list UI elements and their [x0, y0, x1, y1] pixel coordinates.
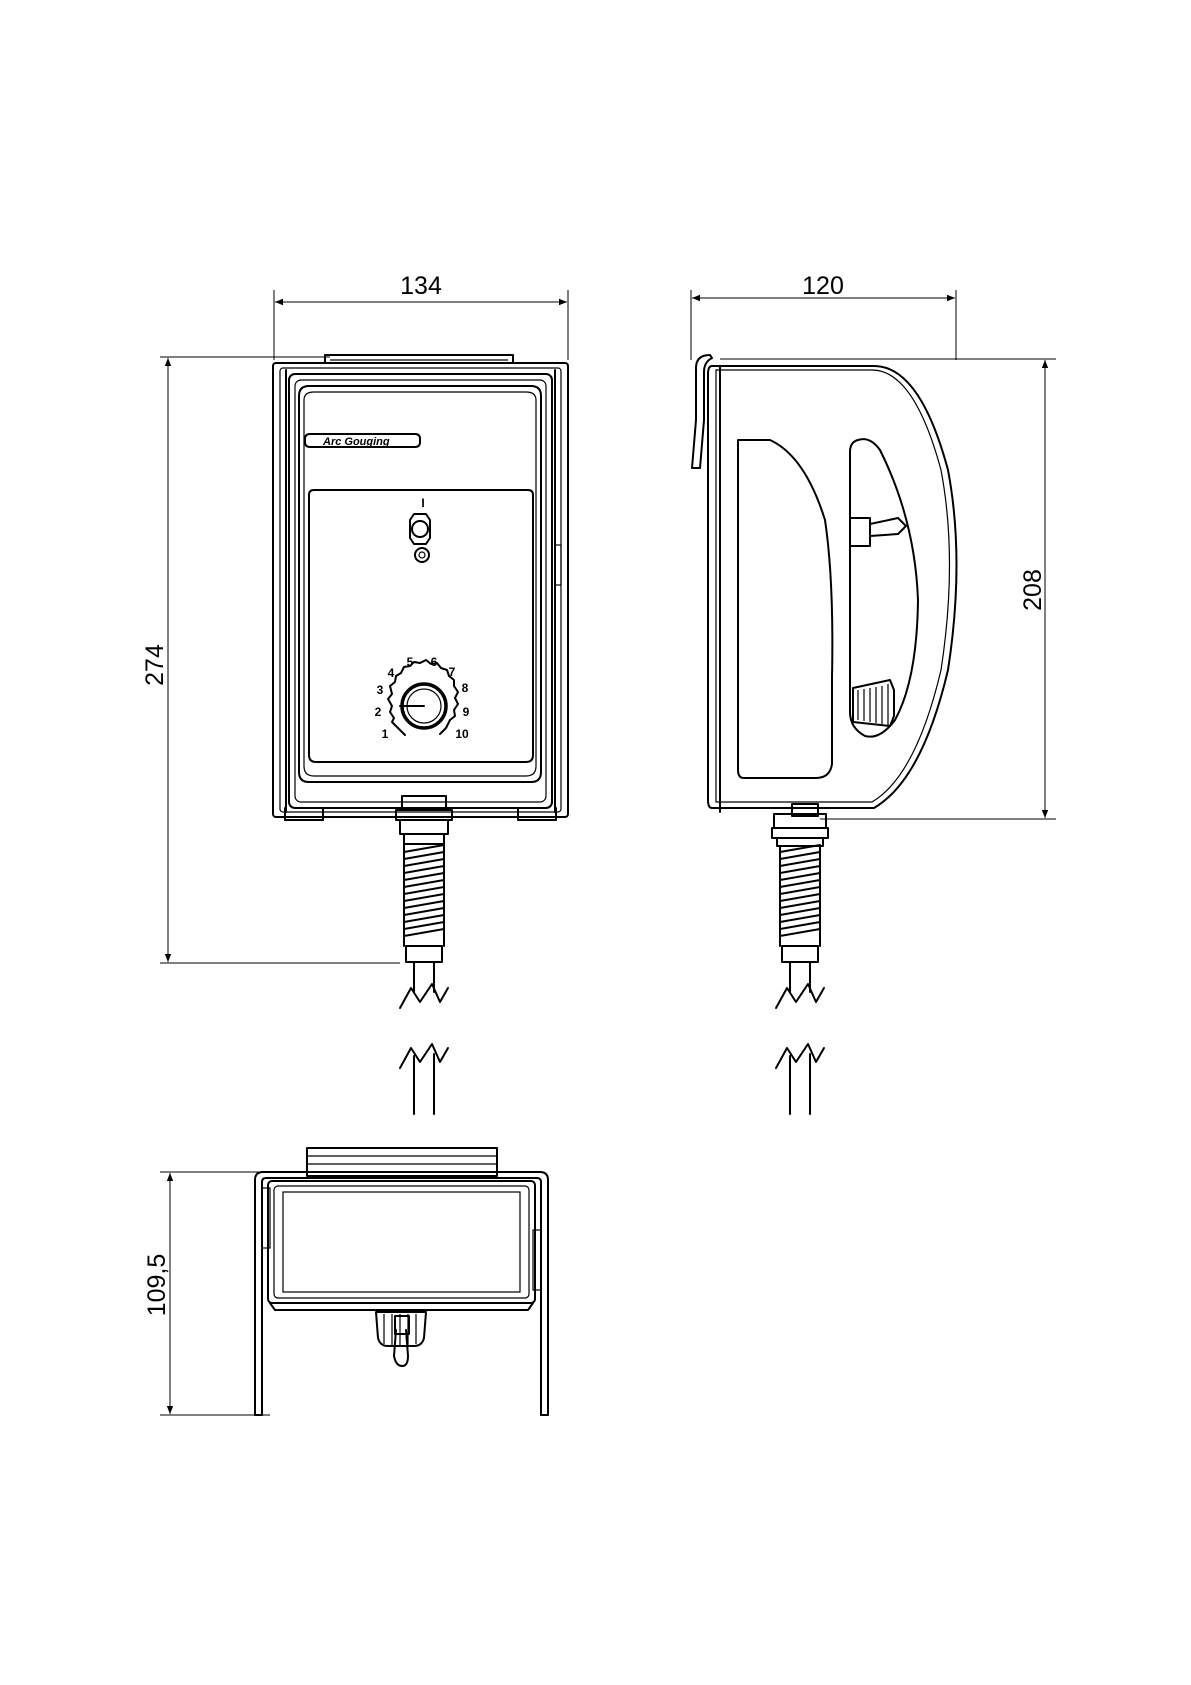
dimension-label-side-height: 208 [1019, 569, 1047, 611]
front-view: Arc Gouging I 1 2 3 4 5 6 7 8 9 10 [273, 355, 568, 1114]
dimension-front-width: 134 [274, 272, 568, 360]
brand-logo: Arc Gouging [305, 434, 420, 448]
dimension-bottom-height: 109,5 [143, 1172, 270, 1415]
dimension-label-bottom-height: 109,5 [143, 1254, 171, 1317]
cable-gland-side [772, 814, 828, 846]
dial-mark-3: 3 [377, 683, 384, 697]
dial-mark-1: 1 [382, 727, 389, 741]
switch-on-mark: I [421, 496, 424, 510]
dial-mark-4: 4 [388, 666, 395, 680]
dial-mark-6: 6 [431, 655, 438, 669]
bottom-knob [376, 1312, 426, 1366]
dimension-label-side-width: 120 [802, 272, 844, 300]
dimension-side-width: 120 [691, 272, 956, 360]
dimension-side-height: 208 [720, 359, 1056, 819]
dial-mark-7: 7 [449, 665, 456, 679]
side-switch [850, 518, 906, 546]
side-dial-knob [853, 680, 894, 726]
dial-mark-8: 8 [462, 681, 469, 695]
power-switch[interactable]: I [410, 496, 430, 562]
brand-label: Arc Gouging [322, 436, 390, 448]
dimension-label-front-height: 274 [141, 644, 169, 686]
spring-cable-front [400, 844, 448, 1114]
dial-mark-9: 9 [463, 705, 470, 719]
bottom-view [255, 1148, 548, 1415]
dial-mark-5: 5 [407, 655, 414, 669]
cable-gland-front [396, 796, 452, 844]
switch-off-mark [415, 548, 429, 562]
side-view [692, 355, 957, 1114]
dial-mark-2: 2 [375, 705, 382, 719]
current-dial[interactable]: 1 2 3 4 5 6 7 8 9 10 [375, 655, 470, 741]
dial-mark-10: 10 [455, 727, 469, 741]
spring-cable-side [776, 845, 824, 1114]
dimension-label-front-width: 134 [400, 272, 442, 300]
